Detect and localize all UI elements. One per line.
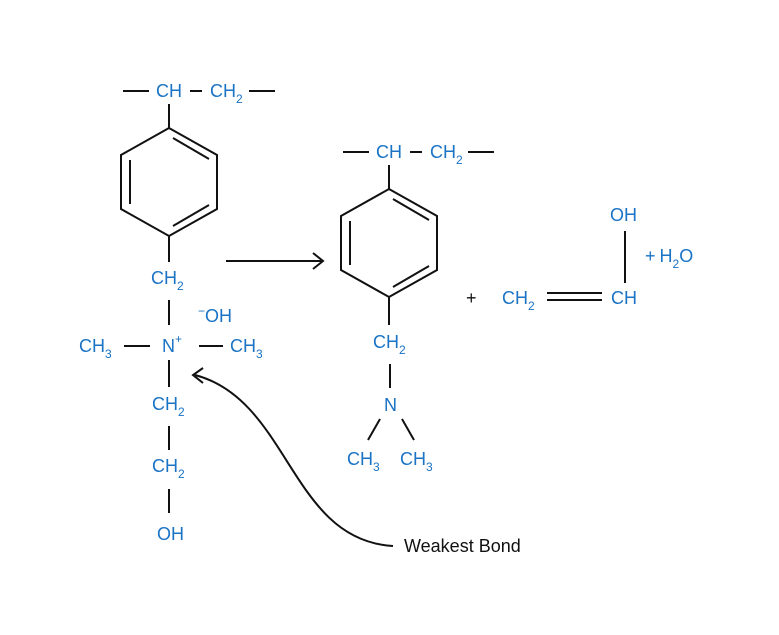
ring-double-bond-1	[172, 137, 210, 160]
product-methyl-left: CH3	[347, 449, 380, 474]
counter-ion-hydroxide: −OH	[198, 304, 232, 326]
water-formula: +H2O	[645, 246, 693, 271]
product-benzene-ring	[340, 187, 438, 299]
product-ring-double-bond-2	[392, 265, 430, 288]
reactant-backbone-ch2: CH2	[210, 81, 243, 106]
product-methyl-left-bond	[367, 418, 381, 441]
reactant-chain-ch2-2: CH2	[152, 456, 185, 481]
reactant-methyl-left: CH3	[79, 336, 112, 361]
annotation-curved-arrow	[194, 374, 394, 547]
reactant-nitrogen: N+	[162, 332, 182, 356]
vinyl-alcohol-molecule: + CH2 CH OH	[466, 205, 637, 313]
plus-sign-1: +	[466, 288, 477, 308]
vinyl-ch2: CH2	[502, 288, 535, 313]
ring-double-bond-2	[172, 204, 210, 227]
weakest-bond-annotation: Weakest Bond	[191, 367, 521, 556]
reactant-chain-ch2-1: CH2	[152, 394, 185, 419]
water-molecule: +H2O	[645, 246, 693, 271]
reactant-backbone-ch: CH	[156, 81, 182, 101]
weakest-bond-label: Weakest Bond	[404, 536, 521, 556]
product-ring-double-bond-1	[392, 198, 430, 221]
product-methyl-right: CH3	[400, 449, 433, 474]
product-methyl-right-bond	[401, 418, 415, 441]
product-backbone-ch: CH	[376, 142, 402, 162]
reaction-arrow-head	[312, 252, 325, 270]
product-nitrogen: N	[384, 395, 397, 415]
reactant-benzyl-ch2: CH2	[151, 268, 184, 293]
reactant-methyl-right: CH3	[230, 336, 263, 361]
reaction-arrow	[226, 252, 325, 270]
product-molecule: CH CH2 CH2 N CH3 CH3	[340, 142, 494, 474]
annotation-arrow-head	[191, 367, 204, 384]
vinyl-oh: OH	[610, 205, 637, 225]
product-backbone-ch2: CH2	[430, 142, 463, 167]
reactant-chain-oh: OH	[157, 524, 184, 544]
product-benzyl-ch2: CH2	[373, 332, 406, 357]
vinyl-ch: CH	[611, 288, 637, 308]
reactant-benzene-ring	[120, 126, 218, 238]
reactant-molecule: CH CH2 CH2 −OH CH3 N+ CH3 CH2 CH2 OH	[79, 81, 275, 544]
